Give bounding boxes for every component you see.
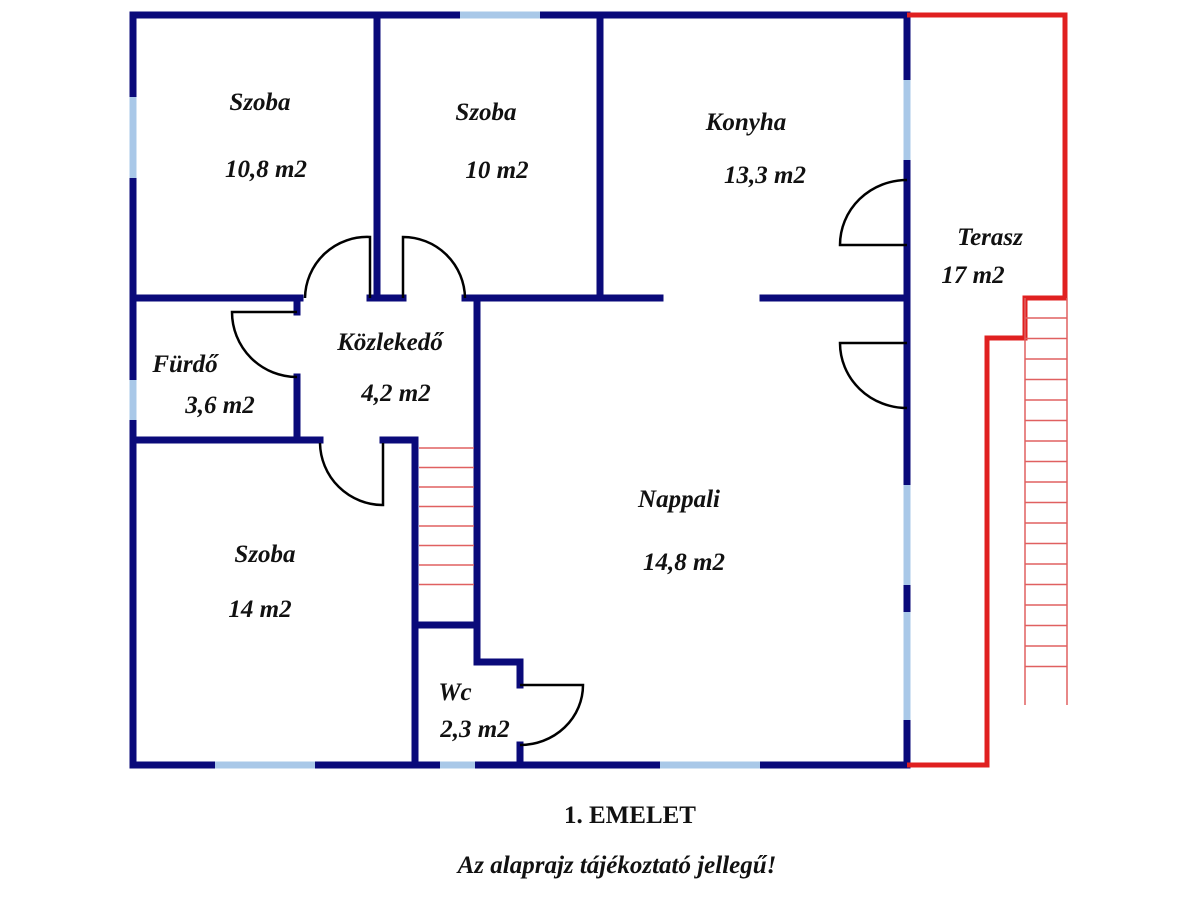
room-area: 10 m2 — [465, 157, 528, 184]
walls — [129, 11, 911, 769]
room-area: 14,8 m2 — [643, 549, 725, 576]
disclaimer: Az alaprajz tájékoztató jellegű! — [456, 852, 777, 879]
room-name: Konyha — [705, 109, 787, 136]
interior-stairs — [419, 447, 474, 586]
terrace-outline — [907, 12, 1068, 768]
room-area: 10,8 m2 — [225, 156, 307, 183]
room-name: Wc — [438, 679, 471, 706]
room-area: 17 m2 — [941, 262, 1004, 289]
room-area: 13,3 m2 — [724, 162, 806, 189]
windows — [129, 11, 911, 769]
room-name: Nappali — [637, 486, 720, 513]
room-area: 2,3 m2 — [439, 716, 509, 743]
room-name: Közlekedő — [336, 329, 444, 356]
terrace-stairs — [1024, 298, 1068, 705]
room-name: Szoba — [455, 99, 516, 126]
floor-title: 1. EMELET — [564, 802, 696, 829]
room-name: Szoba — [234, 541, 295, 568]
room-area: 3,6 m2 — [184, 392, 254, 419]
room-labels: Szoba 10,8 m2 Szoba 10 m2 Konyha 13,3 m2… — [151, 89, 1023, 743]
room-area: 4,2 m2 — [360, 380, 430, 407]
room-name: Terasz — [957, 224, 1023, 251]
room-name: Fürdő — [151, 351, 219, 378]
room-name: Szoba — [229, 89, 290, 116]
doors — [230, 178, 908, 747]
room-area: 14 m2 — [228, 596, 291, 623]
